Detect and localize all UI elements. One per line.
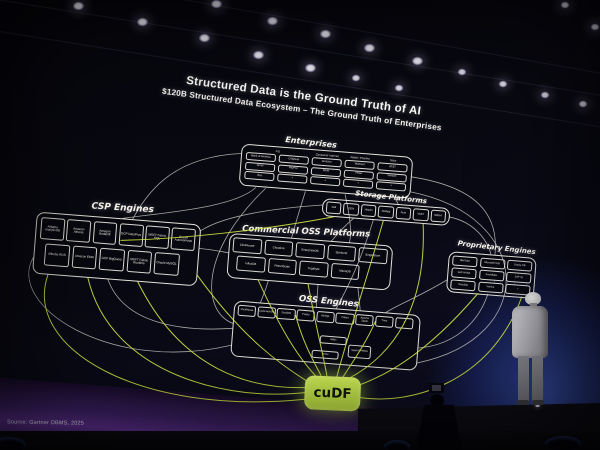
cudf-box: cuDF bbox=[303, 375, 362, 412]
presenter-silhouette bbox=[505, 292, 557, 408]
presenter-jacket bbox=[512, 306, 548, 358]
presenter-shoe bbox=[532, 400, 544, 405]
stage-light bbox=[363, 43, 376, 53]
audience-body bbox=[416, 405, 462, 450]
audience-head-blob bbox=[384, 440, 410, 450]
audience-head-blob bbox=[545, 436, 581, 450]
stage-light bbox=[210, 0, 223, 9]
stage-light bbox=[498, 80, 508, 88]
stage-light bbox=[540, 91, 550, 99]
stage-light bbox=[560, 1, 570, 9]
stage-light bbox=[394, 84, 404, 92]
stage-light bbox=[351, 74, 361, 82]
stage-light bbox=[136, 17, 149, 27]
presenter-leg bbox=[532, 356, 543, 402]
stage-light bbox=[72, 1, 85, 11]
stage-light bbox=[319, 29, 332, 39]
stage-light bbox=[304, 63, 317, 73]
stage-light bbox=[457, 68, 467, 76]
phone-screen bbox=[432, 385, 441, 391]
presenter-neck bbox=[530, 303, 537, 308]
stage-light bbox=[590, 23, 600, 31]
stage-floor bbox=[0, 431, 600, 450]
audience-silhouette bbox=[412, 383, 468, 450]
stage-light bbox=[578, 100, 588, 108]
stage-light bbox=[252, 50, 265, 60]
stage-light bbox=[411, 56, 424, 66]
stage-light bbox=[266, 16, 279, 26]
presenter-hair bbox=[525, 292, 541, 305]
presenter-shoe bbox=[517, 400, 529, 405]
audience-head bbox=[430, 394, 444, 407]
audience-head-blob bbox=[0, 437, 26, 450]
presenter-leg bbox=[518, 356, 529, 402]
stage-light bbox=[198, 33, 211, 43]
